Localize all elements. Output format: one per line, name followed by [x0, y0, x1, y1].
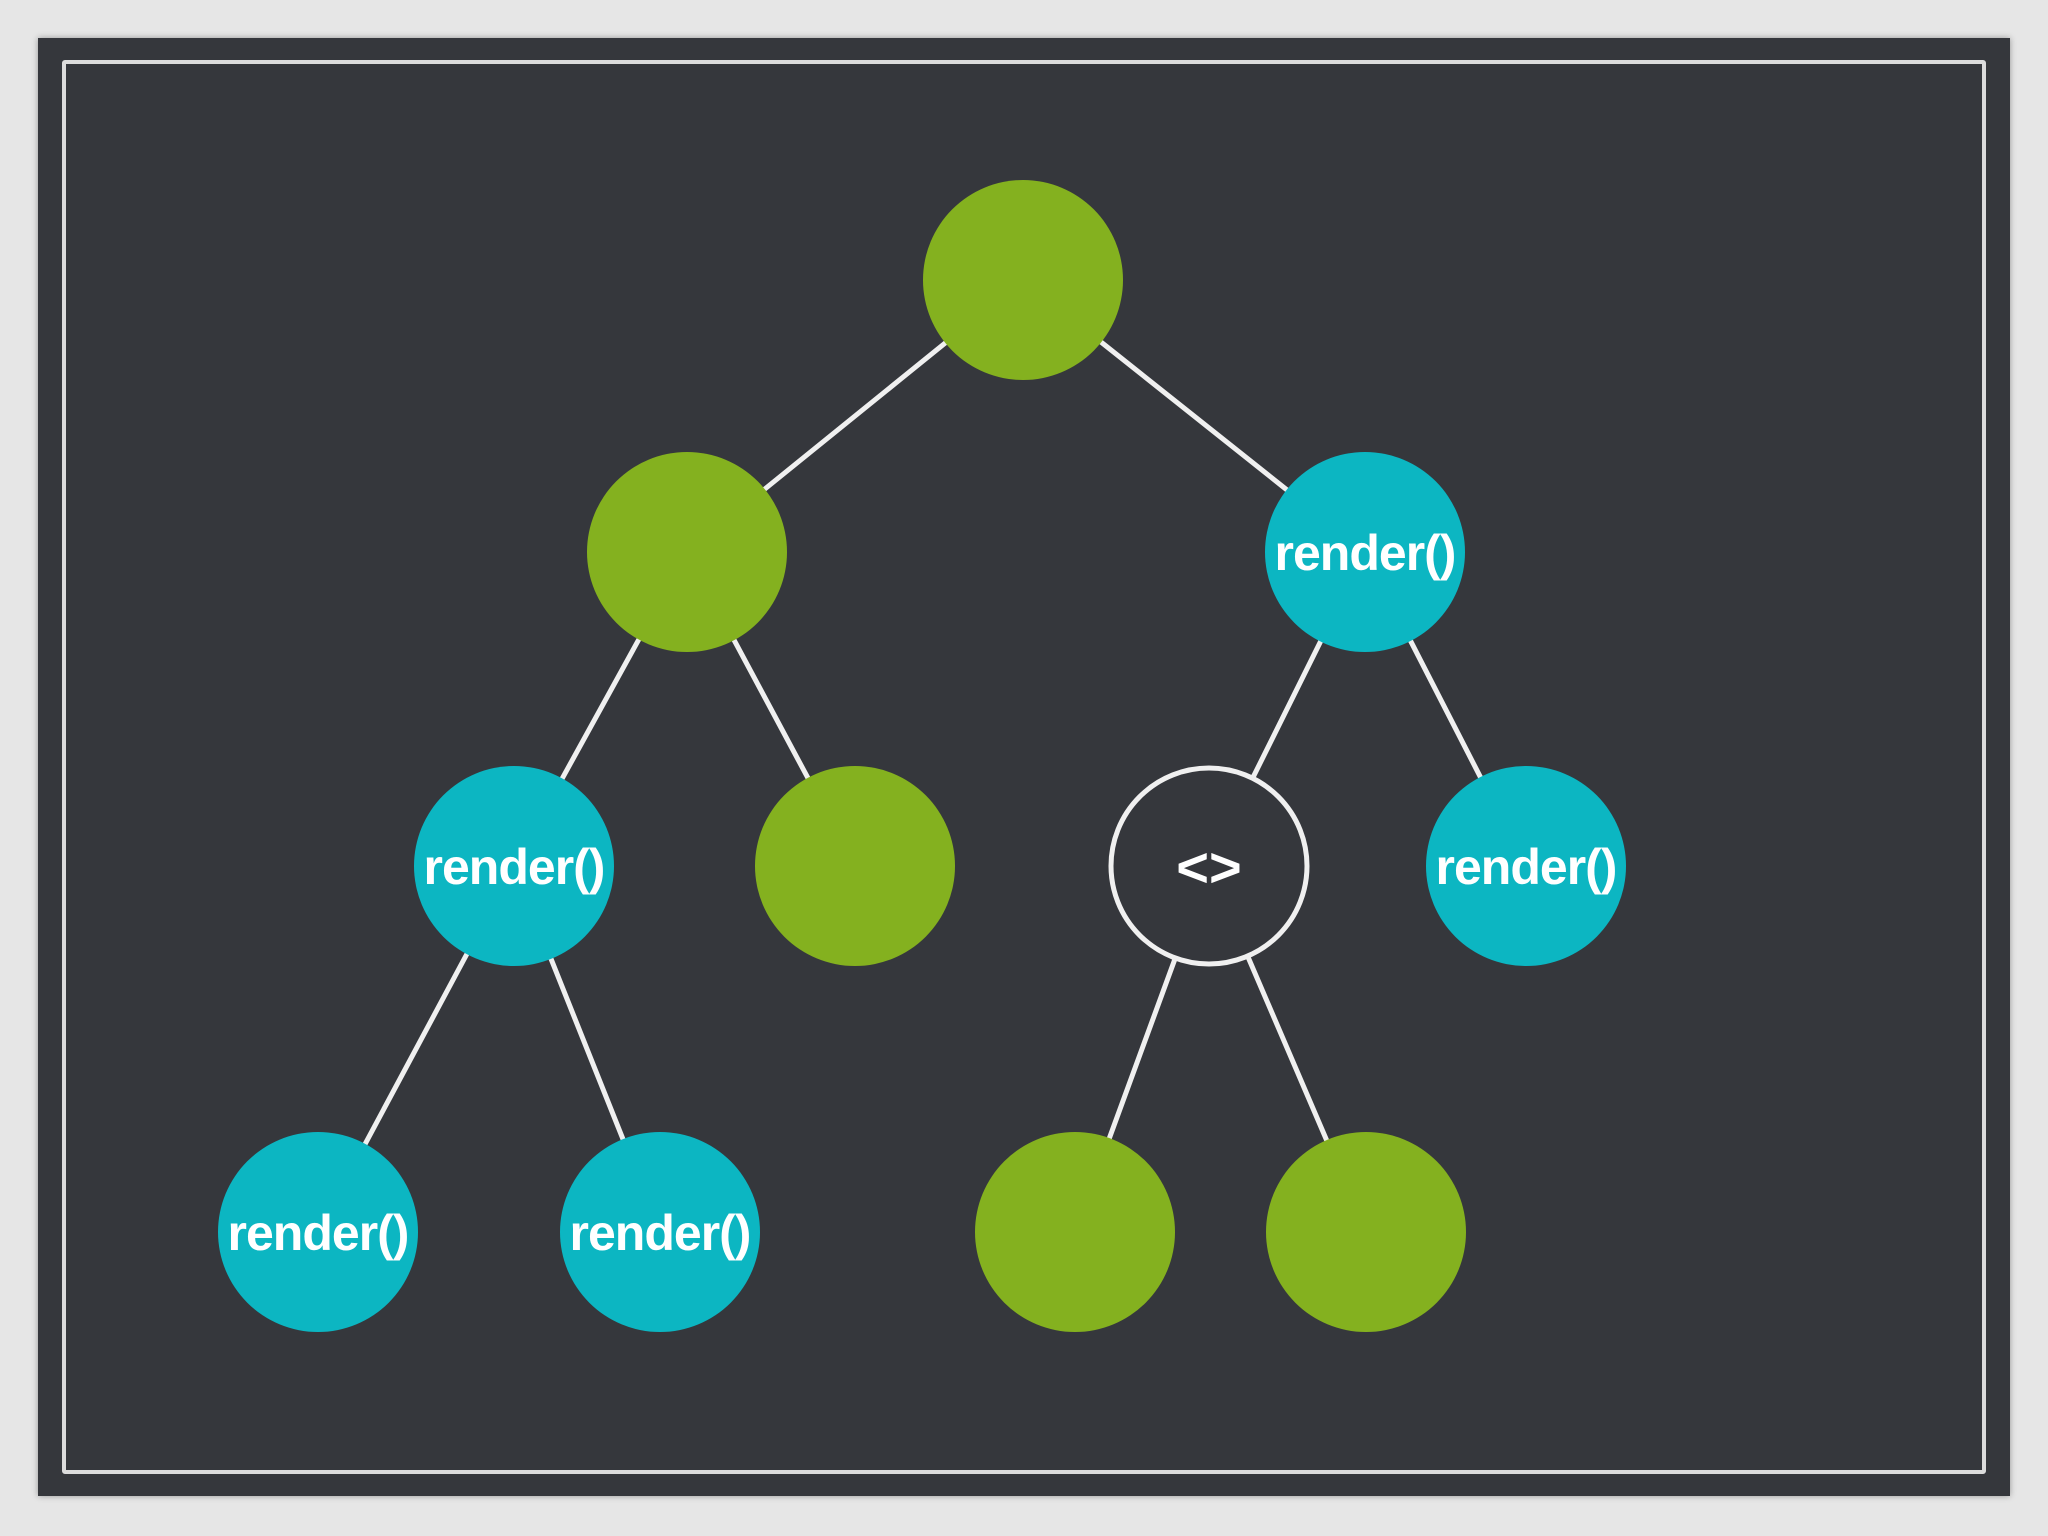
edge-right-left-to-right-left-right — [1244, 951, 1331, 1147]
green-node-circle — [923, 180, 1123, 380]
edge-left-left-to-left-left-right — [547, 952, 627, 1146]
edge-right-to-right-right — [1406, 634, 1485, 784]
edge-right-left-to-right-left-left — [1105, 953, 1179, 1145]
node-left — [587, 452, 787, 652]
edge-left-to-left-right — [729, 634, 813, 784]
render-label: render() — [1436, 839, 1617, 895]
edge-root-to-right — [1095, 337, 1293, 495]
cyan-node-circle — [1265, 452, 1465, 652]
node-right-left: <> — [1108, 765, 1310, 967]
node-right-left-left — [975, 1132, 1175, 1332]
node-right-left-right — [1266, 1132, 1466, 1332]
tree-edges — [360, 337, 1485, 1150]
cyan-node-circle — [560, 1132, 760, 1332]
green-node-circle — [975, 1132, 1175, 1332]
node-left-left-left: render() — [218, 1132, 418, 1332]
cyan-node-circle — [218, 1132, 418, 1332]
edge-left-to-left-left — [557, 633, 644, 785]
edge-left-left-to-left-left-left — [360, 948, 472, 1150]
node-right: render() — [1265, 452, 1465, 652]
node-right-right: render() — [1426, 766, 1626, 966]
fragment-node-circle — [1108, 765, 1310, 967]
tree-nodes: render() render() <> render() render() render… — [218, 180, 1626, 1332]
render-label: render() — [424, 839, 605, 895]
node-left-left: render() — [414, 766, 614, 966]
edge-root-to-left — [759, 337, 951, 495]
node-left-right — [755, 766, 955, 966]
green-node-circle — [755, 766, 955, 966]
render-label: render() — [228, 1205, 409, 1261]
green-node-circle — [587, 452, 787, 652]
green-node-circle — [1266, 1132, 1466, 1332]
fragment-label: <> — [1176, 836, 1241, 899]
chalkboard-frame — [62, 60, 1986, 1474]
edge-right-to-right-left — [1249, 635, 1325, 783]
cyan-node-circle — [1426, 766, 1626, 966]
node-left-left-right: render() — [560, 1132, 760, 1332]
cyan-node-circle — [414, 766, 614, 966]
render-label: render() — [1275, 525, 1456, 581]
render-label: render() — [570, 1205, 751, 1261]
node-root — [923, 180, 1123, 380]
